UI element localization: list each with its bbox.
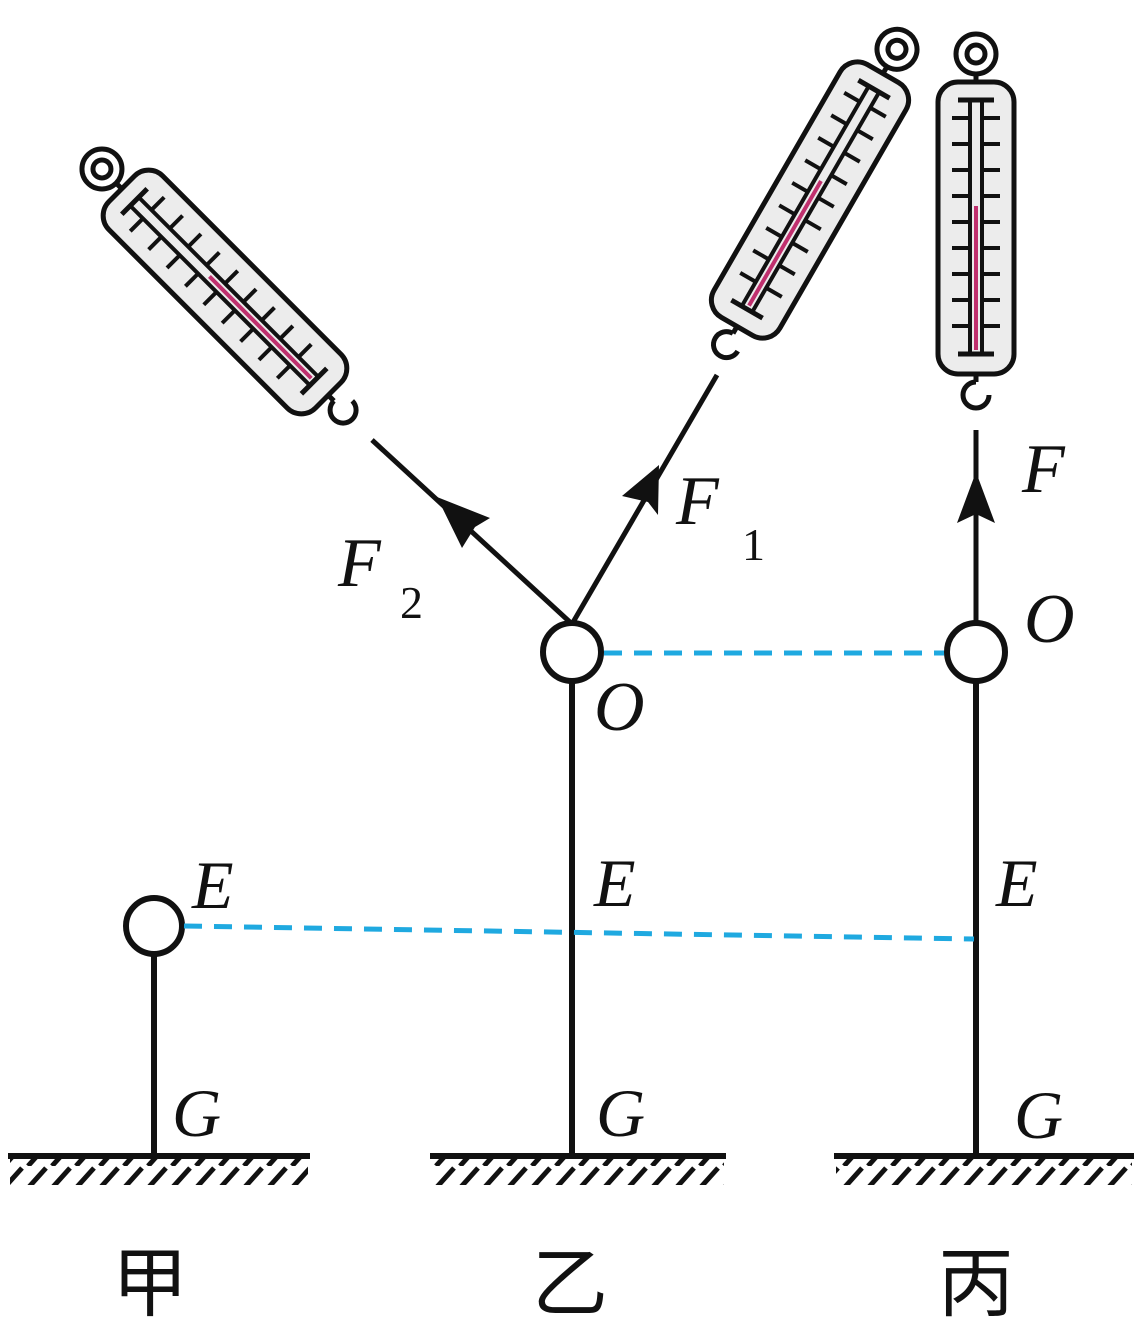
spring-scale-icon bbox=[61, 128, 379, 446]
label-g-bing: G bbox=[1014, 1077, 1063, 1153]
ground-yi bbox=[430, 1153, 726, 1185]
label-o-bing: O bbox=[1024, 581, 1075, 658]
string-f2 bbox=[370, 438, 574, 626]
ring-icon bbox=[944, 620, 1008, 684]
arrow-f bbox=[957, 472, 995, 523]
setup-yi bbox=[61, 13, 940, 1156]
setup-bing bbox=[938, 34, 1014, 1156]
label-f1: F bbox=[675, 463, 720, 540]
label-o-yi: O bbox=[594, 669, 645, 746]
label-g-yi: G bbox=[596, 1075, 645, 1151]
ground-bing bbox=[834, 1153, 1134, 1185]
label-e-jia: E bbox=[191, 847, 234, 923]
caption-yi: 乙 bbox=[532, 1239, 608, 1328]
caption-bing: 丙 bbox=[938, 1239, 1014, 1328]
label-g-jia: G bbox=[172, 1075, 221, 1151]
label-f2: F bbox=[337, 525, 382, 602]
label-e-bing: E bbox=[995, 845, 1038, 921]
ring-icon bbox=[540, 620, 604, 684]
ground-jia bbox=[8, 1153, 310, 1185]
label-e-yi: E bbox=[593, 845, 636, 921]
setup-jia bbox=[123, 895, 185, 1156]
spring-scale-icon bbox=[938, 34, 1014, 408]
spring-scale-icon bbox=[687, 13, 940, 375]
arrow-f1 bbox=[622, 465, 659, 515]
label-f2-subscript: 2 bbox=[400, 577, 423, 628]
arrow-f2 bbox=[437, 497, 490, 548]
ring-icon bbox=[123, 895, 185, 957]
caption-jia: 甲 bbox=[112, 1239, 188, 1328]
label-f-bing: F bbox=[1021, 431, 1066, 508]
dashed-line-e bbox=[183, 923, 975, 942]
label-f1-subscript: 1 bbox=[742, 519, 765, 570]
